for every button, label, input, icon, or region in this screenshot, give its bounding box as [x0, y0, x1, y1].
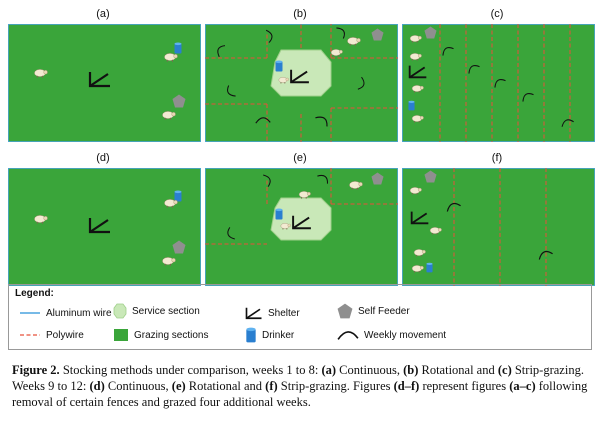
legend-label-weekly-movement: Weekly movement [364, 329, 447, 341]
legend-label-grazing-sections: Grazing sections [134, 329, 209, 341]
legend-item-weekly-movement: Weekly movement [337, 327, 446, 343]
aluminum-wire-icon [20, 312, 40, 314]
caption-text: Rotational and [418, 363, 498, 377]
legend-item-aluminum-wire: Aluminum wire [19, 305, 112, 321]
caption-text: Strip-grazing. Figures [277, 379, 394, 393]
caption-figure-number: Figure 2. [12, 363, 60, 377]
panel-d-continuous [8, 168, 201, 286]
polywire-fences [205, 24, 398, 142]
caption-text: Rotational and [185, 379, 266, 393]
grazing-section [402, 24, 595, 142]
panel-label-d: (d) [96, 152, 110, 164]
panel-a-continuous [8, 24, 201, 142]
polywire-icon [20, 334, 40, 336]
legend-label-drinker: Drinker [262, 329, 295, 341]
legend-label-self-feeder: Self Feeder [358, 305, 410, 317]
caption-ref-b: (b) [403, 363, 419, 377]
panel-label-f: (f) [491, 152, 503, 164]
legend-item-shelter: Shelter [245, 305, 300, 321]
shelter-icon [245, 306, 263, 320]
grazing-section [402, 168, 595, 286]
self-feeder-icon [337, 303, 353, 319]
caption-ref-d: (d) [89, 379, 105, 393]
panel-label-b: (b) [293, 8, 307, 20]
caption-ref-c: (c) [497, 363, 512, 377]
grazing-section [8, 24, 201, 142]
panel-c-strip-grazing [402, 24, 595, 142]
legend-item-grazing-sections: Grazing sections [113, 327, 208, 343]
caption-text: Strip-grazing. Weeks 9 to 12: [12, 363, 584, 393]
drinker-icon [275, 60, 283, 72]
service-section [270, 197, 332, 241]
legend-item-drinker: Drinker [245, 327, 294, 343]
caption-ref-a-c: (a–c) [509, 379, 536, 393]
panel-e-rotational [205, 168, 398, 286]
caption-ref-a: (a) [321, 363, 337, 377]
polywire-fences [453, 168, 547, 286]
drinker-icon [246, 327, 256, 343]
polywire-fences [205, 168, 398, 245]
caption-text: Continuous, [104, 379, 172, 393]
grazing-section-icon [114, 329, 128, 341]
legend-item-self-feeder: Self Feeder [337, 303, 410, 319]
drinker-icon [408, 100, 415, 111]
panel-label-c: (c) [490, 8, 504, 20]
panel-label-a: (a) [96, 8, 110, 20]
legend-label-polywire: Polywire [46, 329, 84, 341]
caption-ref-d-f: (d–f) [393, 379, 420, 393]
panel-f-strip-grazing [402, 168, 595, 286]
caption-text: represent figures [419, 379, 510, 393]
polywire-fences [439, 24, 571, 142]
legend-label-aluminum-wire: Aluminum wire [46, 307, 112, 319]
service-section-icon [113, 303, 127, 319]
legend: Legend: Aluminum wire Polywire Service s… [8, 284, 592, 350]
caption-text: Stocking methods under comparison, weeks… [59, 363, 322, 377]
caption-ref-e: (e) [171, 379, 186, 393]
panel-b-rotational [205, 24, 398, 142]
drinker-icon [426, 262, 433, 273]
caption-text: Continuous, [336, 363, 404, 377]
legend-title: Legend: [15, 288, 54, 299]
grazing-section [8, 168, 201, 286]
legend-label-shelter: Shelter [268, 307, 300, 319]
caption-ref-f: (f) [265, 379, 278, 393]
caption-text: following removal of certain fences and … [12, 379, 588, 409]
legend-item-polywire: Polywire [19, 327, 84, 343]
drinker-icon [174, 190, 182, 202]
service-section [270, 49, 332, 97]
drinker-icon [275, 208, 283, 220]
legend-item-service-section: Service section [113, 303, 200, 319]
weekly-movement-icon [337, 331, 359, 341]
figure-caption: Figure 2. Stocking methods under compari… [12, 362, 592, 410]
panel-label-e: (e) [293, 152, 307, 164]
legend-label-service-section: Service section [132, 305, 200, 317]
drinker-icon [174, 42, 182, 54]
